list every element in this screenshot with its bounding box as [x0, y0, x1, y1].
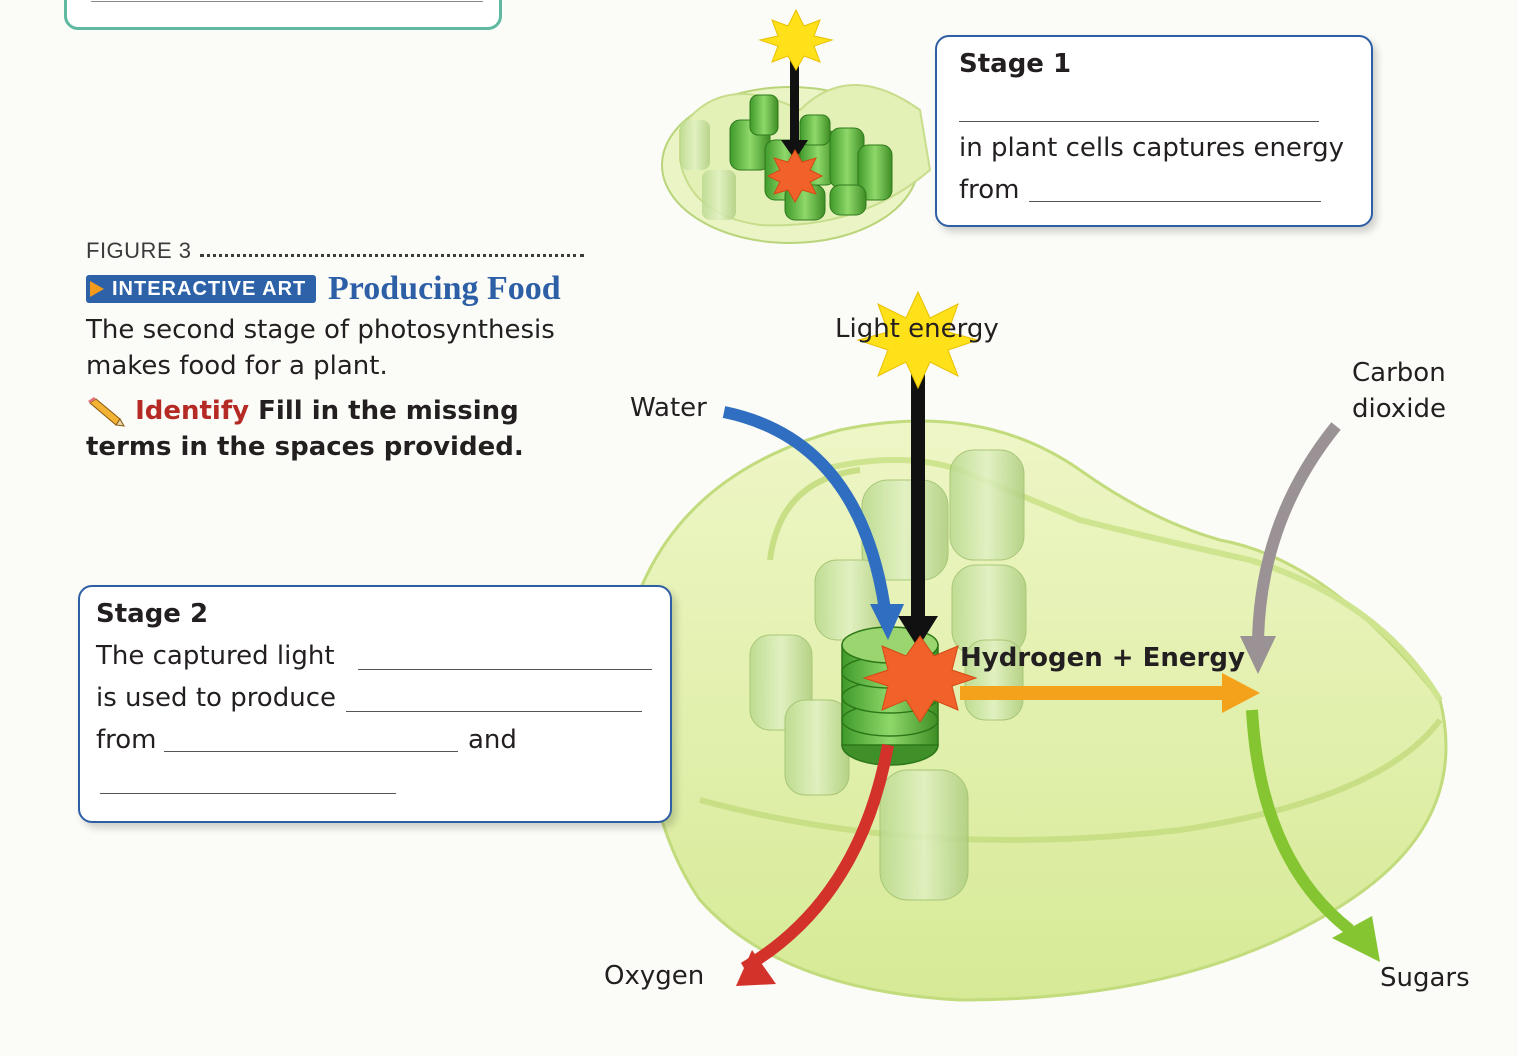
energy-arrow [960, 673, 1260, 713]
carbon-dioxide-arrow [1240, 422, 1341, 674]
play-triangle-icon [90, 281, 104, 297]
previous-answer-box [64, 0, 502, 30]
stage1-line1: in plant cells captures energy [959, 133, 1345, 163]
hydrogen-energy-label: Hydrogen + Energy [960, 643, 1245, 673]
carbon-dioxide-label-line2: dioxide [1352, 394, 1446, 424]
sugars-label: Sugars [1380, 963, 1470, 993]
stage2-blank-2[interactable] [346, 711, 642, 712]
oxygen-arrow [736, 743, 894, 986]
stage2-blank-1[interactable] [358, 669, 652, 670]
carbon-dioxide-label-line1: Carbon [1352, 358, 1446, 388]
pencil-icon [88, 396, 125, 427]
identify-keyword: Identify [135, 396, 250, 426]
stage1-title: Stage 1 [959, 49, 1072, 79]
water-arrow [722, 406, 904, 640]
identify-instruction: Identify Fill in the missing terms in th… [86, 393, 606, 465]
small-chloroplast [661, 84, 932, 244]
stage2-blank-3[interactable] [164, 751, 458, 752]
figure-title: Producing Food [328, 270, 561, 307]
stage1-line2: from [959, 175, 1020, 205]
stage1-blank-2[interactable] [1029, 201, 1321, 202]
figure-caption: The second stage of photosynthesis makes… [86, 315, 555, 381]
stage2-line2: is used to produce [96, 683, 336, 713]
large-chloroplast [637, 419, 1448, 1002]
figure-label-rule [200, 254, 584, 257]
figure-label: FIGURE 3 [86, 238, 192, 263]
identify-text: Fill in the missing terms in the spaces … [86, 396, 524, 462]
light-energy-label: Light energy [835, 314, 999, 344]
small-sun-icon [758, 8, 834, 72]
stage2-line3-end: and [468, 725, 517, 755]
interactive-art-badge[interactable]: INTERACTIVE ART [86, 275, 317, 303]
water-label: Water [630, 393, 707, 423]
light-energy-arrow [898, 360, 938, 648]
stage1-box: Stage 1 in plant cells captures energy f… [935, 35, 1373, 227]
stage2-title: Stage 2 [96, 599, 209, 629]
stage2-line1: The captured light [96, 641, 335, 671]
stage2-box: Stage 2 The captured light is used to pr… [78, 585, 672, 823]
stage1-blank-1[interactable] [959, 121, 1319, 122]
stage2-line3: from [96, 725, 157, 755]
sun-icon [856, 290, 980, 390]
small-reaction-star-icon [766, 149, 824, 203]
badge-label: INTERACTIVE ART [112, 278, 307, 300]
answer-line[interactable] [91, 1, 483, 2]
reaction-star-icon [862, 635, 978, 723]
stage2-blank-4[interactable] [100, 793, 396, 794]
oxygen-label: Oxygen [604, 961, 705, 991]
sugars-arrow [1246, 709, 1380, 962]
